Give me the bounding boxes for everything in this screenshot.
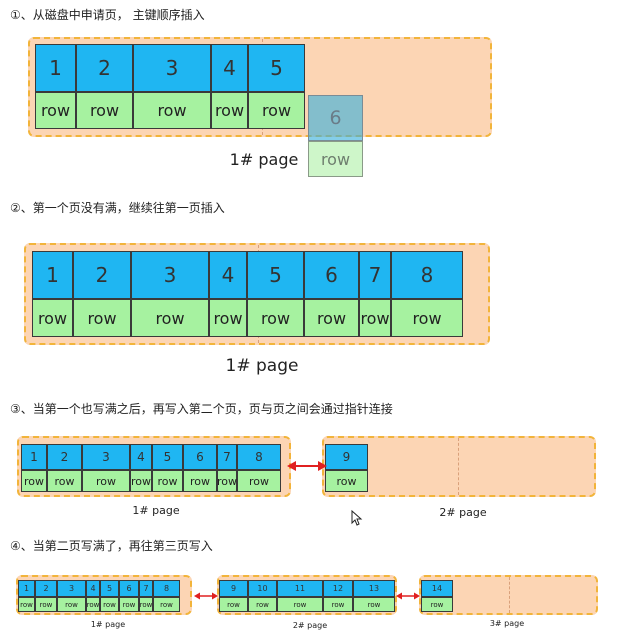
d4p2-row-cell: row [248,597,277,612]
d3p1-row-cell: row [47,470,82,492]
d3p1-key-cell: 5 [152,444,183,470]
d1-row-cell: row [211,92,248,129]
d1-key-cell: 2 [76,44,133,92]
d4-pointer-arrow-2-3 [396,592,420,600]
d3p1-key-cell: 3 [82,444,130,470]
step-2-title: ②、第一个页没有满，继续往第一页插入 [10,201,225,215]
d3-page-pointer-arrow [287,461,327,471]
d4p1-key-cell: 1 [18,580,35,597]
d3p1-row-cell: row [82,470,130,492]
step-3-title: ③、当第一个也写满之后，再写入第二个页，页与页之间会通过指针连接 [10,402,393,416]
d3p2-row-cell: row [325,470,368,492]
d2-key-cell: 3 [131,251,209,299]
d4p2-row-cell: row [323,597,353,612]
d1-page-label: 1# page [229,150,299,169]
d3p1-row-cell: row [152,470,183,492]
d4p2-row-cell: row [277,597,323,612]
d3p1-key-cell: 7 [217,444,237,470]
d4p1-row-cell: row [153,597,180,612]
d3p1-row-cell: row [21,470,47,492]
mouse-cursor-icon [351,509,363,526]
step-1-title: ①、从磁盘中申请页， 主键顺序插入 [10,8,205,22]
d4p3-key-cell: 14 [421,580,453,597]
d4p1-row-cell: row [18,597,35,612]
d2-key-cell: 7 [359,251,391,299]
d4p1-key-cell: 2 [35,580,57,597]
d3p1-key-cell: 1 [21,444,47,470]
d3p1-row-cell: row [217,470,237,492]
d4-pointer-arrow-1-2 [194,592,218,600]
d2-row-cell: row [209,299,247,337]
d3p1-key-cell: 4 [130,444,152,470]
d3p1-key-cell: 6 [183,444,217,470]
d4p3-row-cell: row [421,597,453,612]
d3p1-key-cell: 2 [47,444,82,470]
d4p1-row-cell: row [86,597,100,612]
d4p2-row-cell: row [219,597,248,612]
d1-key-cell: 4 [211,44,248,92]
d4p1-key-cell: 7 [139,580,153,597]
d4p1-row-cell: row [35,597,57,612]
step-4-title: ④、当第二页写满了，再往第三页写入 [10,539,213,553]
d2-row-cell: row [247,299,304,337]
d4p2-row-cell: row [353,597,395,612]
d2-page-label: 1# page [225,356,299,376]
d4p1-key-cell: 3 [57,580,86,597]
d2-row-cell: row [304,299,359,337]
d4-page-2-label: 2# page [292,621,328,630]
d3p1-key-cell: 8 [237,444,281,470]
d4p1-row-cell: row [57,597,86,612]
d3-page-1-label: 1# page [132,504,180,517]
d2-key-cell: 1 [32,251,73,299]
d3p1-row-cell: row [183,470,217,492]
d2-key-cell: 4 [209,251,247,299]
d2-row-cell: row [359,299,391,337]
d3p1-row-cell: row [130,470,152,492]
d2-row-cell: row [391,299,463,337]
d1-row-cell: row [248,92,305,129]
d1-row-cell: row [35,92,76,129]
d2-key-cell: 2 [73,251,131,299]
d1-key-cell: 5 [248,44,305,92]
d4p2-key-cell: 11 [277,580,323,597]
d3p2-key-cell: 9 [325,444,368,470]
d4p1-row-cell: row [100,597,119,612]
d2-key-cell: 6 [304,251,359,299]
d3-page-2-label: 2# page [439,506,487,519]
d1-key-cell: 3 [133,44,211,92]
d4p1-row-cell: row [139,597,153,612]
d4-page-3-label: 3# page [489,619,525,628]
d4p1-row-cell: row [119,597,139,612]
d4-page-1-label: 1# page [90,620,126,629]
d4p1-key-cell: 4 [86,580,100,597]
d2-row-cell: row [32,299,73,337]
d4p2-key-cell: 10 [248,580,277,597]
d4p2-key-cell: 9 [219,580,248,597]
d2-key-cell: 8 [391,251,463,299]
d2-row-cell: row [73,299,131,337]
d4p1-key-cell: 6 [119,580,139,597]
d2-key-cell: 5 [247,251,304,299]
d4p2-key-cell: 13 [353,580,395,597]
d1-row-cell: row [76,92,133,129]
d4p1-key-cell: 8 [153,580,180,597]
d1-key-cell: 1 [35,44,76,92]
d4p2-key-cell: 12 [323,580,353,597]
d3p1-row-cell: row [237,470,281,492]
d1-incoming-row: row [308,141,363,177]
d4p1-key-cell: 5 [100,580,119,597]
d2-row-cell: row [131,299,209,337]
d1-row-cell: row [133,92,211,129]
d1-incoming-key: 6 [308,95,363,141]
